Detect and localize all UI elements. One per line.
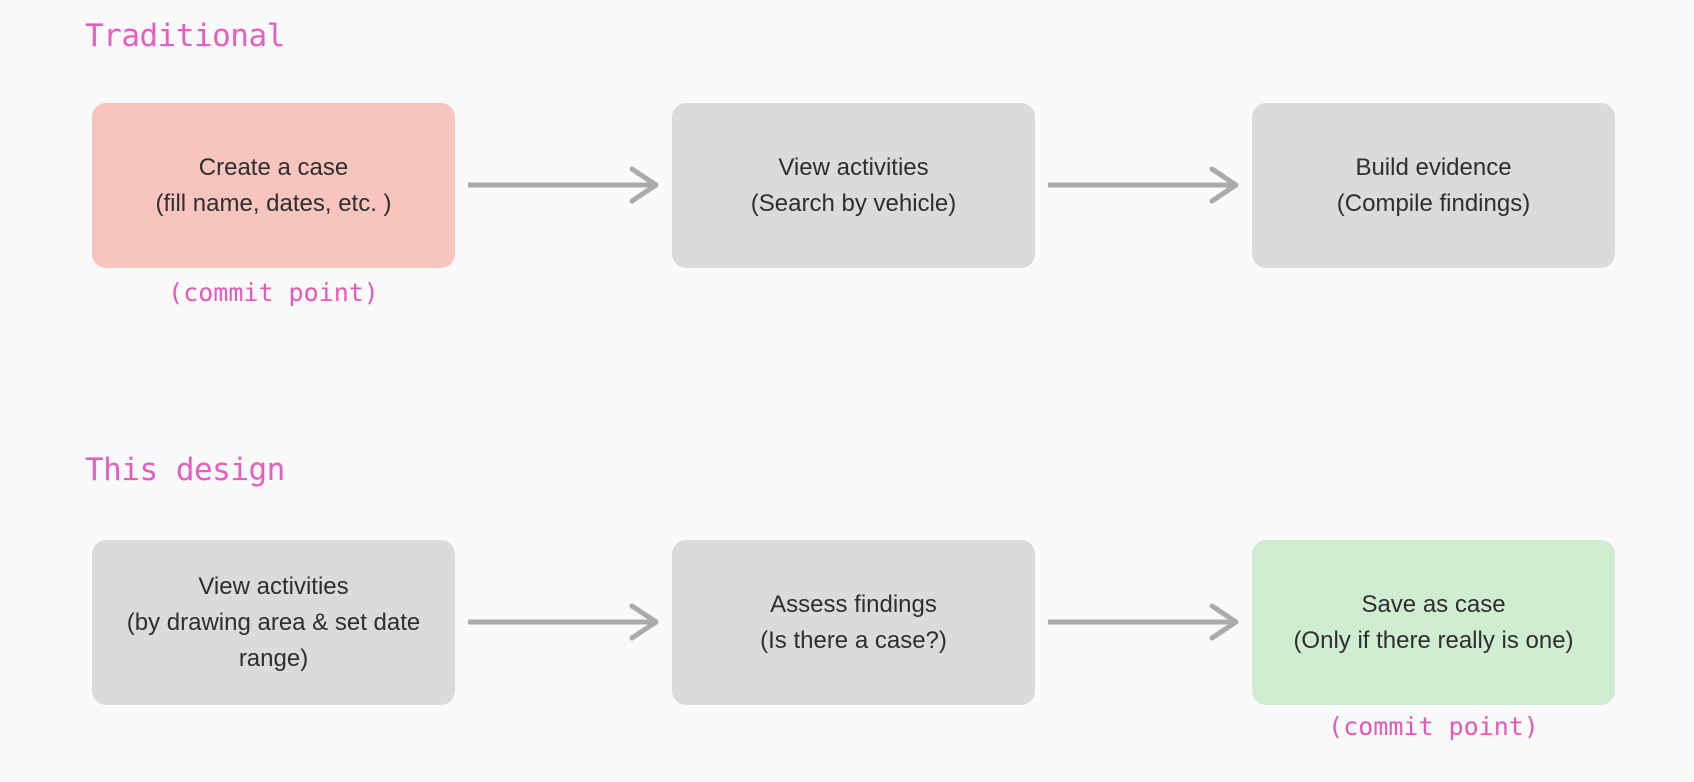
commit-point-label-this-design: (commit point) — [1328, 712, 1539, 741]
node-title: View activities — [778, 153, 929, 181]
node-title: Save as case — [1361, 590, 1506, 618]
node-subtitle: (fill name, dates, etc. ) — [155, 189, 392, 217]
flow-title-this-design: This design — [85, 452, 285, 488]
node-title: Create a case — [198, 153, 349, 181]
node-subtitle: (by drawing area & set date range) — [126, 608, 421, 672]
node-subtitle: (Is there a case?) — [760, 626, 947, 654]
arrow-right-icon — [1048, 166, 1239, 204]
node-view-activities-traditional: View activities (Search by vehicle) — [672, 103, 1035, 268]
commit-point-label-traditional: (commit point) — [168, 278, 379, 307]
node-title: View activities — [198, 572, 349, 600]
arrow-right-icon — [1048, 603, 1239, 641]
node-save-as-case: Save as case (Only if there really is on… — [1252, 540, 1615, 705]
arrow-right-icon — [468, 603, 659, 641]
node-assess-findings: Assess findings (Is there a case?) — [672, 540, 1035, 705]
arrow-right-icon — [468, 166, 659, 204]
node-title: Build evidence — [1355, 153, 1512, 181]
node-build-evidence: Build evidence (Compile findings) — [1252, 103, 1615, 268]
node-subtitle: (Compile findings) — [1336, 189, 1531, 217]
flow-title-traditional: Traditional — [85, 18, 285, 54]
node-title: Assess findings — [770, 590, 937, 618]
node-subtitle: (Search by vehicle) — [750, 189, 957, 217]
node-subtitle: (Only if there really is one) — [1293, 626, 1574, 654]
node-view-activities-new: View activities (by drawing area & set d… — [92, 540, 455, 705]
node-create-a-case: Create a case (fill name, dates, etc. ) — [92, 103, 455, 268]
